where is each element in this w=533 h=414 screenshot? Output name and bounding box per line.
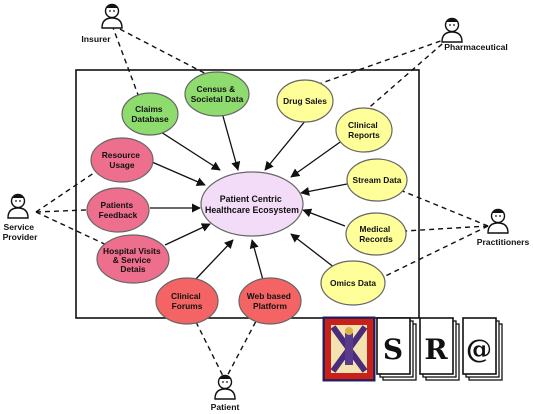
svg-text:Omics Data: Omics Data bbox=[330, 278, 376, 288]
person-icon bbox=[214, 374, 236, 400]
web-platform-line-1: Web based bbox=[247, 291, 291, 301]
claims-line-1: Claims bbox=[135, 104, 163, 114]
svg-text:Resource Usage: Resource Usage bbox=[102, 150, 143, 170]
medical-records-line-2: Records bbox=[359, 234, 393, 244]
stream-data-label: Stream Data bbox=[353, 175, 402, 185]
clinical-forums-line-1: Clinical bbox=[171, 291, 201, 301]
node-stream-data: Stream Data bbox=[346, 158, 408, 202]
svg-text:Clinical Forums: Clinical Forums bbox=[171, 291, 203, 311]
person-icon bbox=[487, 208, 509, 234]
logo-emblem-icon bbox=[322, 316, 376, 382]
node-hospital-visits: Hospital Visits & Service Detais bbox=[96, 234, 170, 284]
service-provider-label: Service Provider bbox=[3, 222, 39, 242]
web-platform-line-2: Platform bbox=[253, 301, 287, 311]
actor-service-provider bbox=[7, 193, 29, 219]
svg-text:Hospital Visits & Servic: Hospital Visits & Service Detais bbox=[103, 246, 163, 274]
logo-card-at: @ bbox=[462, 317, 503, 381]
drug-sales-label: Drug Sales bbox=[283, 96, 327, 106]
hospital-visits-line-3: Detais bbox=[120, 264, 145, 274]
patient-label: Patient bbox=[211, 402, 240, 412]
census-line-2: Societal Data bbox=[191, 94, 244, 104]
node-drug-sales: Drug Sales bbox=[276, 79, 334, 123]
service-provider-line-2: Provider bbox=[3, 232, 39, 242]
actor-pharmaceutical bbox=[441, 17, 463, 43]
node-claims-database: Claims Database bbox=[121, 92, 179, 136]
node-medical-records: Medical Records bbox=[345, 212, 407, 256]
person-icon bbox=[7, 193, 29, 219]
resource-usage-line-1: Resource bbox=[102, 150, 141, 160]
hospital-visits-line-1: Hospital Visits bbox=[103, 246, 161, 256]
actor-patient bbox=[214, 374, 236, 400]
actor-insurer bbox=[101, 3, 123, 29]
sra-logo: S R @ bbox=[322, 316, 503, 382]
insurer-label: Insurer bbox=[81, 34, 111, 44]
logo-card-r: R bbox=[419, 317, 460, 381]
svg-text:Stream Data: Stream Data bbox=[353, 175, 402, 185]
node-clinical-forums: Clinical Forums bbox=[155, 277, 219, 325]
svg-text:Web based Platform: Web based Platform bbox=[247, 291, 293, 311]
node-patients-feedback: Patients Feedback bbox=[86, 187, 150, 233]
node-census-societal-data: Census & Societal Data bbox=[184, 71, 250, 117]
service-provider-line-1: Service bbox=[4, 222, 35, 232]
claims-line-2: Database bbox=[131, 114, 169, 124]
logo-letter-r: R bbox=[424, 333, 448, 366]
center-line-2: Healthcare Ecosystem bbox=[205, 205, 299, 215]
omics-data-label: Omics Data bbox=[330, 278, 376, 288]
pharmaceutical-label: Pharmaceutical bbox=[444, 42, 508, 52]
hospital-visits-line-2: & Service bbox=[113, 255, 152, 265]
medical-records-line-1: Medical bbox=[359, 224, 390, 234]
resource-usage-line-2: Usage bbox=[109, 160, 134, 170]
flow-arrows bbox=[149, 108, 348, 281]
census-line-1: Census & bbox=[197, 84, 236, 94]
svg-text:Medical Records: Medical Records bbox=[359, 224, 393, 244]
actor-practitioners bbox=[487, 208, 509, 234]
svg-text:Drug Sales: Drug Sales bbox=[283, 96, 327, 106]
svg-text:Clinical Reports: Clinical Reports bbox=[348, 120, 380, 140]
center-line-1: Patient Centric bbox=[220, 194, 282, 204]
clinical-forums-line-2: Forums bbox=[172, 301, 203, 311]
clinical-reports-line-2: Reports bbox=[348, 130, 380, 140]
node-resource-usage: Resource Usage bbox=[90, 137, 154, 183]
center-node: Patient Centric Healthcare Ecosystem bbox=[200, 171, 304, 237]
patients-feedback-line-2: Feedback bbox=[99, 210, 138, 220]
logo-letter-s: S bbox=[383, 333, 403, 366]
logo-letter-at: @ bbox=[466, 335, 492, 365]
svg-text:Census & Societal Data: Census & Societal Data bbox=[191, 84, 244, 104]
person-icon bbox=[101, 3, 123, 29]
patients-feedback-line-1: Patients bbox=[101, 200, 134, 210]
logo-card-s: S bbox=[376, 317, 417, 381]
node-omics-data: Omics Data bbox=[320, 260, 386, 306]
clinical-reports-line-1: Clinical bbox=[348, 120, 378, 130]
svg-text:Patient Centric Healthca: Patient Centric Healthcare Ecosystem bbox=[205, 194, 299, 215]
svg-text:Claims Database: Claims Database bbox=[131, 104, 169, 124]
node-web-platform: Web based Platform bbox=[238, 277, 302, 325]
svg-text:Patients Feedback: Patients Feedback bbox=[99, 200, 138, 220]
ecosystem-boundary bbox=[75, 69, 420, 319]
node-clinical-reports: Clinical Reports bbox=[335, 107, 393, 153]
person-icon bbox=[441, 17, 463, 43]
practitioners-label: Practitioners bbox=[477, 237, 530, 247]
